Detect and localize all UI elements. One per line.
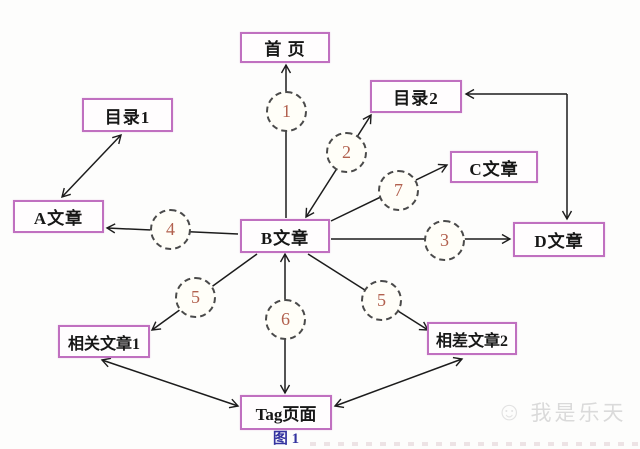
node-article-d: D文章 (513, 222, 605, 257)
node-article-a: A文章 (13, 200, 104, 233)
watermark: ☺ 我是乐天 (496, 396, 627, 427)
link-badge-4: 4 (150, 209, 191, 250)
edge-related1-to-tag (100, 357, 240, 409)
link-badge-6: 6 (265, 299, 306, 340)
watermark-text: 我是乐天 (530, 401, 627, 425)
node-related-1: 相关文章1 (58, 325, 150, 358)
edge-a-to-directory1 (61, 133, 122, 199)
node-article-c: C文章 (450, 151, 538, 183)
link-badge-2: 2 (326, 132, 367, 173)
link-badge-7: 7 (378, 170, 419, 211)
edge-related2-to-tag (333, 356, 464, 409)
link-badge-3: 3 (424, 220, 465, 261)
link-badge-5-right: 5 (361, 280, 402, 321)
node-directory-2: 目录2 (370, 80, 462, 113)
figure-caption: 图 1 (272, 431, 300, 447)
node-related-2: 相差文章2 (427, 322, 517, 355)
bottom-edge-artifact (310, 442, 640, 446)
link-badge-5-left: 5 (175, 277, 216, 318)
smiley-icon: ☺ (496, 396, 523, 426)
node-directory-1: 目录1 (82, 98, 173, 132)
node-tag-page: Tag页面 (240, 395, 332, 430)
node-home: 首 页 (240, 32, 330, 63)
node-article-b: B文章 (240, 219, 330, 253)
link-badge-1: 1 (266, 91, 307, 132)
